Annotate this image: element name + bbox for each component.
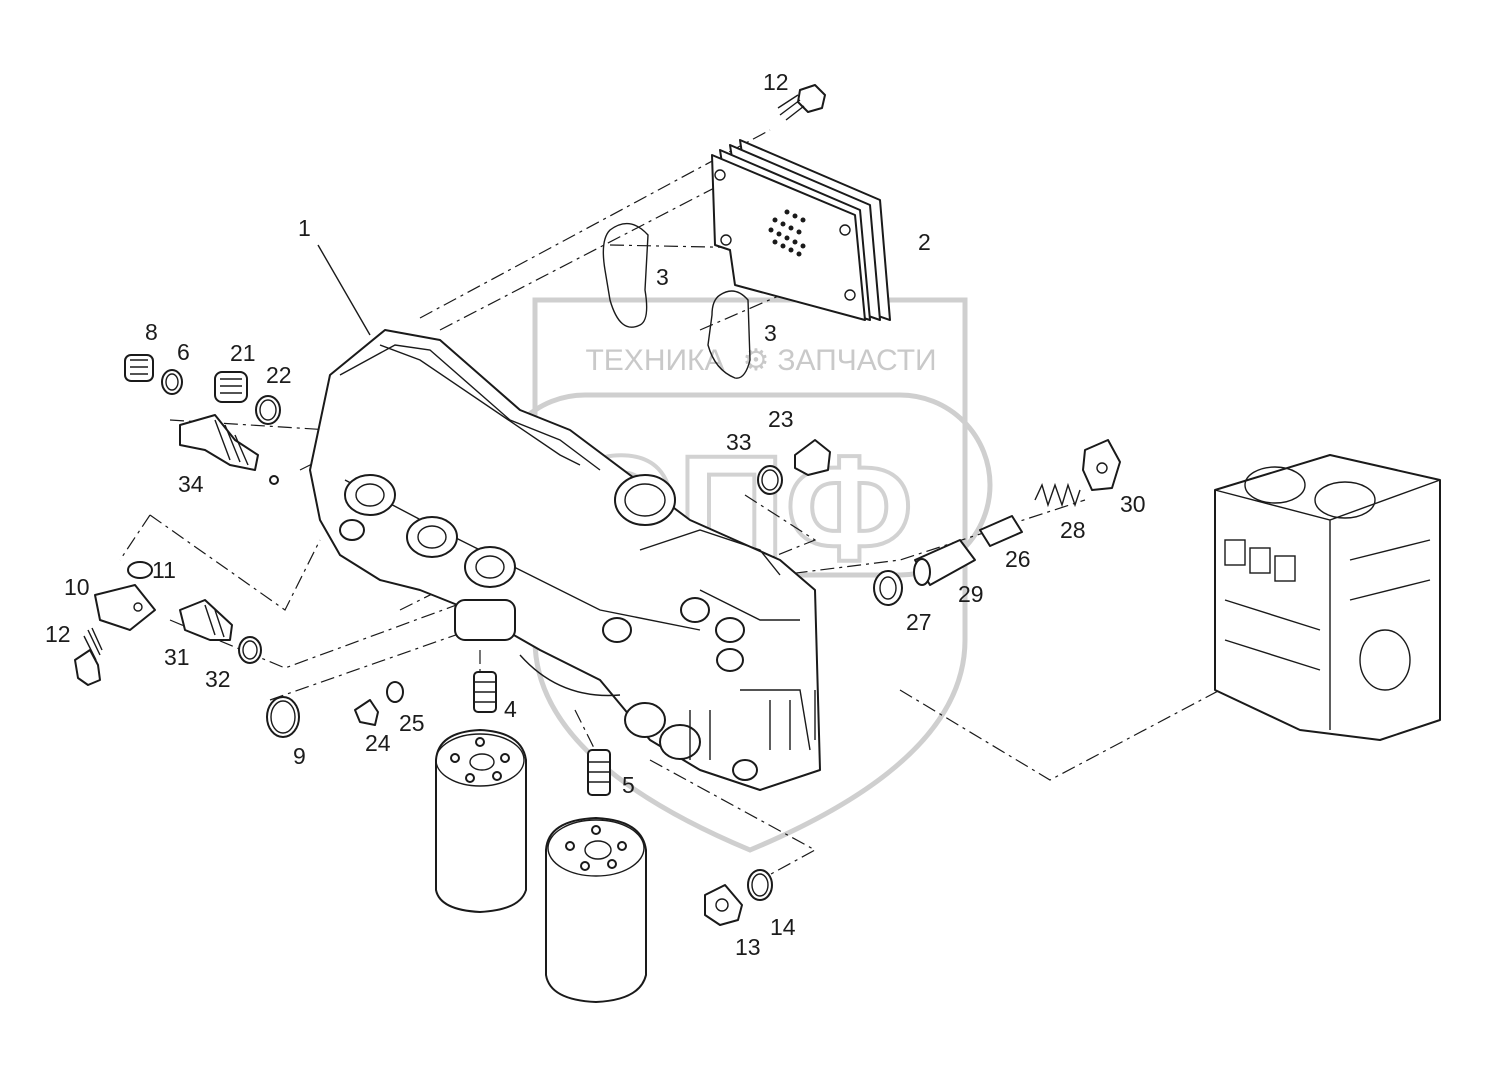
watermark-text-right: ЗАПЧАСТИ xyxy=(777,344,936,377)
callout-13: 13 xyxy=(735,934,761,960)
plug-21 xyxy=(214,371,248,403)
callout-12a: 12 xyxy=(45,621,71,647)
callout-23: 23 xyxy=(768,406,794,432)
callout-22: 22 xyxy=(266,362,292,388)
callout-3b: 3 xyxy=(764,320,777,346)
seal-ring-27 xyxy=(873,570,903,606)
callout-34: 34 xyxy=(178,471,204,497)
callout-3a: 3 xyxy=(656,264,669,290)
seal-ring-32 xyxy=(238,636,262,664)
callout-32: 32 xyxy=(205,666,231,692)
callout-6: 6 xyxy=(177,339,190,365)
watermark-gear-icon: ⚙ xyxy=(743,344,770,377)
plug-8 xyxy=(124,354,154,382)
callout-10: 10 xyxy=(64,574,90,600)
seal-ring-22 xyxy=(255,395,281,425)
callout-11: 11 xyxy=(152,557,176,583)
sensor-34 xyxy=(179,414,279,485)
cover-plate-10 xyxy=(94,584,156,631)
fitting-31 xyxy=(179,599,233,641)
gasket-lower xyxy=(707,290,751,379)
leader-lines xyxy=(119,129,1221,881)
retainer-30 xyxy=(1082,439,1121,491)
oil-filter-right xyxy=(545,817,647,1003)
oil-filter-left xyxy=(435,729,527,913)
engine-block-reference xyxy=(1214,454,1441,741)
nipple-4 xyxy=(473,671,497,713)
watermark-shield-outline xyxy=(532,297,968,853)
plug-24 xyxy=(354,699,379,726)
callout-27: 27 xyxy=(906,609,932,635)
nipple-5 xyxy=(587,749,611,796)
oil-cooler xyxy=(711,139,891,321)
watermark-text-left: ТЕХНИКА xyxy=(585,344,724,377)
gasket-upper xyxy=(602,222,649,328)
callout-21: 21 xyxy=(230,340,256,366)
callout-9: 9 xyxy=(293,743,306,769)
callout-12b: 12 xyxy=(763,69,789,95)
plug-23 xyxy=(794,439,831,476)
pin-26 xyxy=(979,515,1023,547)
callout-26: 26 xyxy=(1005,546,1031,572)
bolt-12-left xyxy=(74,627,103,686)
spring-28 xyxy=(1034,482,1081,508)
callout-labels: 1 2 3 3 4 5 6 8 9 10 11 12 12 13 14 21 2… xyxy=(45,69,1146,960)
seal-ring-11 xyxy=(127,561,153,579)
seal-ring-25 xyxy=(386,681,404,703)
callout-30: 30 xyxy=(1120,491,1146,517)
cooler-hole-pattern xyxy=(768,209,806,257)
callout-33: 33 xyxy=(726,429,752,455)
seal-ring-33 xyxy=(757,465,783,495)
callout-14: 14 xyxy=(770,914,796,940)
oil-module-housing xyxy=(309,329,821,791)
seal-ring-6 xyxy=(161,369,183,395)
callout-24: 24 xyxy=(365,730,391,756)
callout-8: 8 xyxy=(145,319,158,345)
callout-5: 5 xyxy=(622,772,635,798)
seal-ring-14 xyxy=(747,869,773,901)
callout-2: 2 xyxy=(918,229,931,255)
callout-31: 31 xyxy=(164,644,190,670)
plug-13 xyxy=(704,884,743,926)
bolt-12-top xyxy=(777,84,826,121)
callout-25: 25 xyxy=(399,710,425,736)
callout-28: 28 xyxy=(1060,517,1086,543)
valve-piston-29 xyxy=(913,539,976,586)
callout-1: 1 xyxy=(298,215,311,241)
seal-ring-9 xyxy=(266,696,300,738)
callout-4: 4 xyxy=(504,696,517,722)
callout-29: 29 xyxy=(958,581,984,607)
